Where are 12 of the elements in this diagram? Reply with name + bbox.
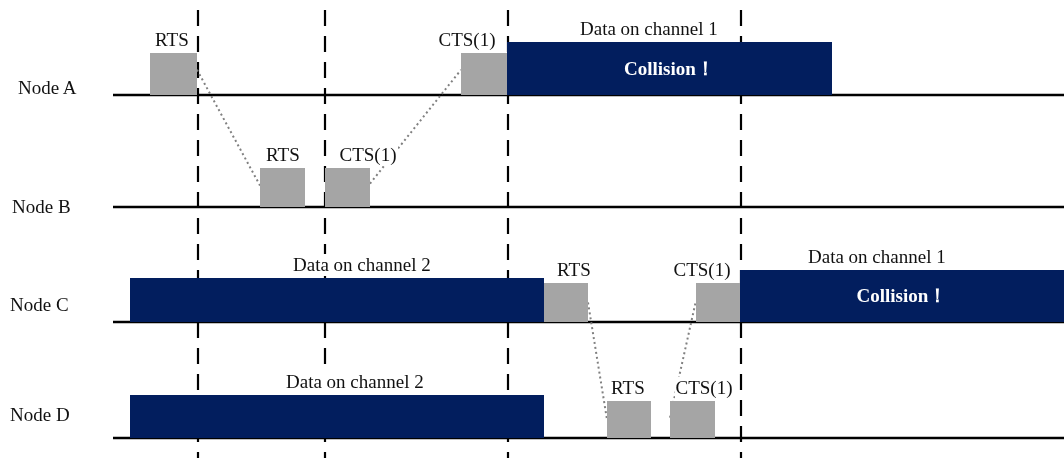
collision-text: Collision！ [856,285,948,307]
node-name: Node A [18,77,77,99]
transmission-label: Data on channel 2 [292,254,432,276]
node-name: Node C [10,294,69,316]
packet-label: CTS(1) [437,29,497,51]
packet-label: CTS(1) [338,144,398,166]
transmission-label: Data on channel 2 [285,371,425,393]
packet-label: CTS(1) [672,259,732,281]
node-name: Node B [12,196,71,218]
packet-label: CTS(1) [674,377,734,399]
node-name: Node D [10,404,70,426]
collision-text: Collision！ [624,57,715,80]
